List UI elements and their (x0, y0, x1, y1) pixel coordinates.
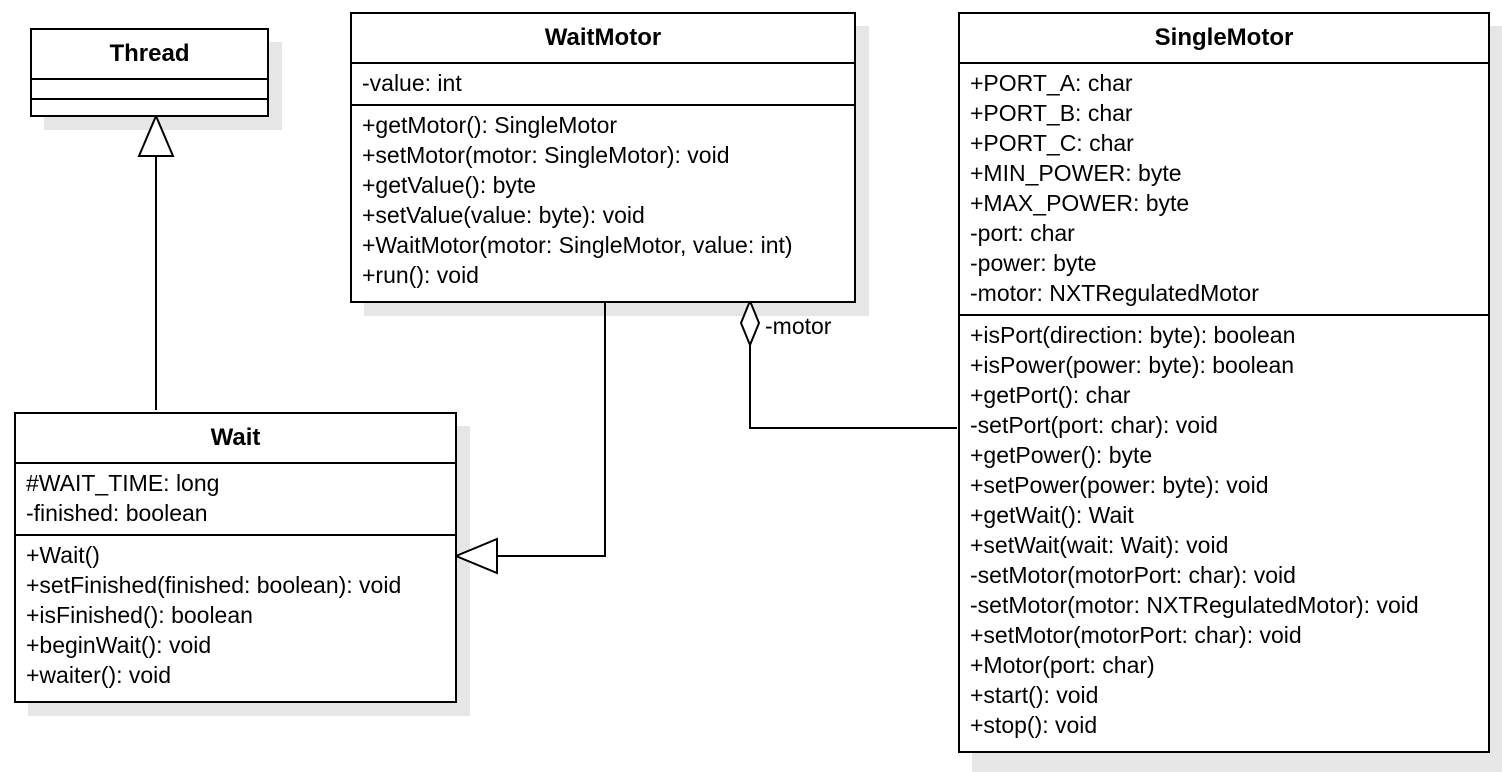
class-thread-operations (32, 100, 267, 115)
attribute: -power: byte (970, 250, 1097, 276)
attribute: +PORT_C: char (970, 130, 1134, 156)
operation: +Wait() (26, 542, 100, 568)
operation: +getWait(): Wait (970, 502, 1134, 528)
operation: +setMotor(motor: SingleMotor): void (362, 142, 730, 168)
operation: -setMotor(motor: NXTRegulatedMotor): voi… (970, 592, 1419, 618)
operation: +setMotor(motorPort: char): void (970, 622, 1302, 648)
operation: +setPower(power: byte): void (970, 472, 1269, 498)
class-thread-attributes (32, 80, 267, 100)
attribute: -port: char (970, 220, 1075, 246)
operation: +Motor(port: char) (970, 652, 1155, 678)
attribute: -finished: boolean (26, 500, 208, 526)
attribute: +PORT_A: char (970, 70, 1133, 96)
operation: -setMotor(motorPort: char): void (970, 562, 1296, 588)
thread-generalization-arrowhead (137, 113, 175, 157)
class-single-motor-name: SingleMotor (960, 14, 1488, 64)
operation: +beginWait(): void (26, 632, 212, 658)
operation: +WaitMotor(motor: SingleMotor, value: in… (362, 232, 793, 258)
class-wait-motor-attributes: -value: int (352, 64, 854, 106)
class-wait-motor-operations: +getMotor(): SingleMotor +setMotor(motor… (352, 106, 854, 301)
wait-generalization-arrowhead (453, 537, 498, 575)
aggregation-role-label: -motor (765, 313, 832, 339)
operation: +getPort(): char (970, 382, 1131, 408)
class-wait-attributes: #WAIT_TIME: long -finished: boolean (16, 464, 455, 536)
class-wait-name: Wait (16, 414, 455, 464)
operation: +waiter(): void (26, 662, 172, 688)
operation: +stop(): void (970, 712, 1098, 738)
class-thread-name: Thread (32, 30, 267, 80)
operation: +setFinished(finished: boolean): void (26, 572, 402, 598)
operation: +getPower(): byte (970, 442, 1153, 468)
aggregation-line (749, 345, 957, 429)
operation: +isPower(power: byte): boolean (970, 352, 1295, 378)
attribute: +MIN_POWER: byte (970, 160, 1182, 186)
operation: +isFinished(): boolean (26, 602, 253, 628)
operation: +getMotor(): SingleMotor (362, 112, 618, 138)
attribute: -value: int (362, 70, 462, 96)
attribute: -motor: NXTRegulatedMotor (970, 280, 1259, 306)
operation: -setPort(port: char): void (970, 412, 1218, 438)
operation: +setValue(value: byte): void (362, 202, 645, 228)
operation: +run(): void (362, 262, 479, 288)
class-wait-operations: +Wait() +setFinished(finished: boolean):… (16, 536, 455, 701)
class-single-motor[interactable]: SingleMotor +PORT_A: char +PORT_B: char … (958, 12, 1490, 753)
operation: +start(): void (970, 682, 1099, 708)
class-thread[interactable]: Thread (30, 28, 269, 117)
operation: +setWait(wait: Wait): void (970, 532, 1229, 558)
operation: +isPort(direction: byte): boolean (970, 322, 1296, 348)
class-wait-motor[interactable]: WaitMotor -value: int +getMotor(): Singl… (350, 12, 856, 303)
operation: +getValue(): byte (362, 172, 537, 198)
class-wait[interactable]: Wait #WAIT_TIME: long -finished: boolean… (14, 412, 457, 703)
class-single-motor-operations: +isPort(direction: byte): boolean +isPow… (960, 316, 1488, 751)
aggregation-diamond (739, 298, 761, 348)
attribute: +MAX_POWER: byte (970, 190, 1190, 216)
class-single-motor-attributes: +PORT_A: char +PORT_B: char +PORT_C: cha… (960, 64, 1488, 316)
waitmotor-wait-generalization-line (497, 301, 606, 557)
attribute: +PORT_B: char (970, 100, 1133, 126)
class-wait-motor-name: WaitMotor (352, 14, 854, 64)
attribute: #WAIT_TIME: long (26, 470, 220, 496)
